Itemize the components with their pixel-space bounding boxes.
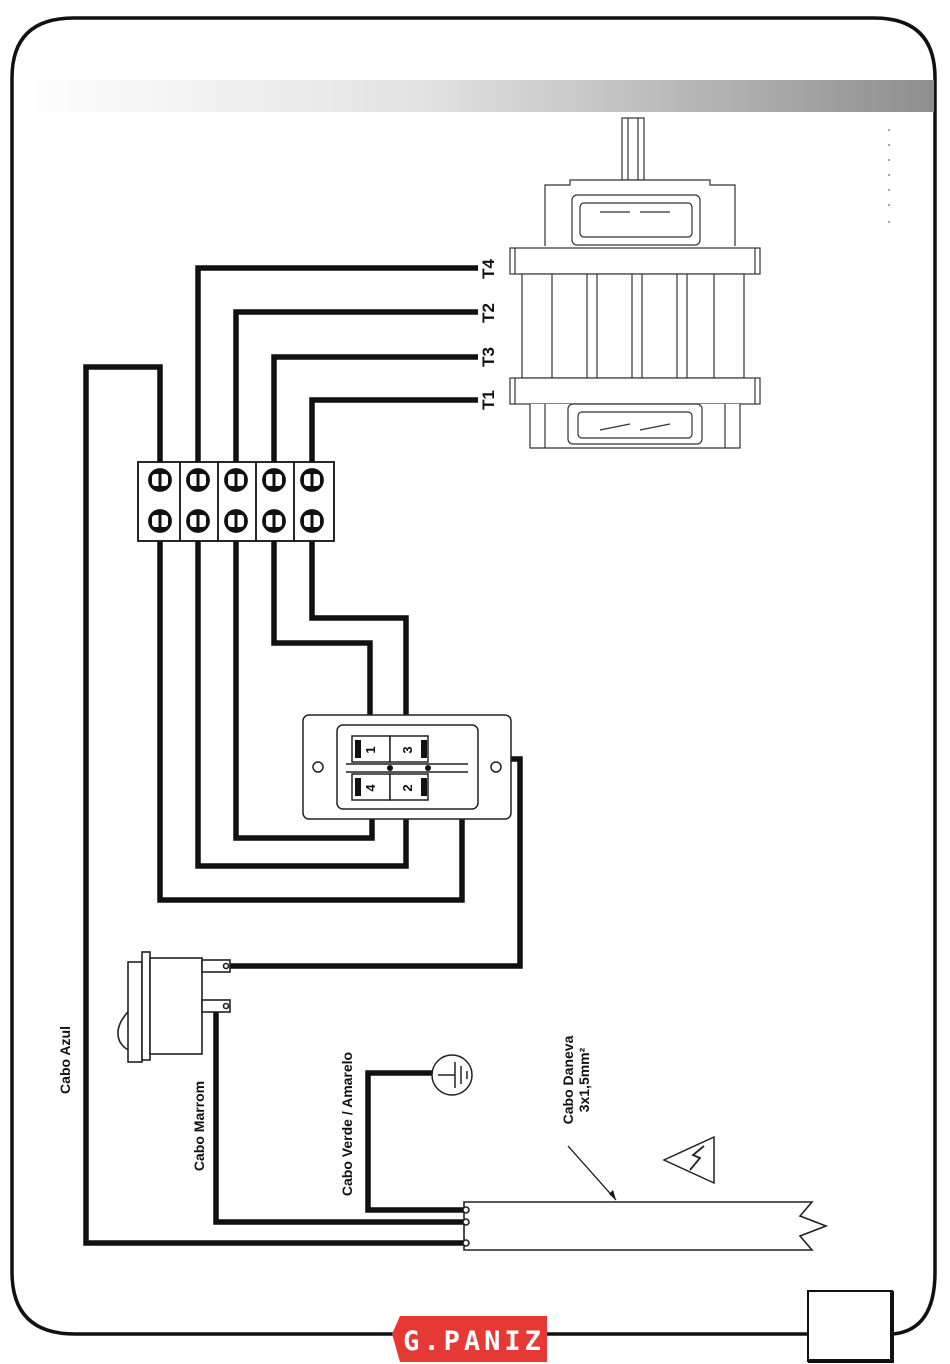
cable-label-blue: Cabo Azul bbox=[57, 1026, 73, 1094]
header-gradient-band bbox=[14, 80, 934, 112]
page-frame bbox=[12, 18, 935, 1334]
logo-text: G.PANIZ bbox=[403, 1326, 545, 1357]
terminal-block bbox=[138, 462, 334, 541]
switch bbox=[303, 715, 511, 819]
brand-logo: G.PANIZ bbox=[392, 1316, 547, 1362]
page-number-box bbox=[808, 1291, 892, 1361]
switch-contact-1: 1 bbox=[363, 746, 378, 753]
motor-drawing bbox=[510, 118, 760, 448]
warning-sign bbox=[664, 1137, 714, 1183]
terminal-label-t3: T3 bbox=[479, 347, 498, 367]
switch-contact-4: 4 bbox=[363, 784, 378, 792]
cable-label-ground: Cabo Verde / Amarelo bbox=[339, 1052, 355, 1196]
cable-label-power-line2: 3x1,5mm² bbox=[576, 1047, 592, 1112]
cable-label-brown: Cabo Marrom bbox=[191, 1081, 207, 1171]
terminal-label-t2: T2 bbox=[479, 303, 498, 323]
cable-label-power-line1: Cabo Daneva bbox=[560, 1035, 576, 1124]
plug bbox=[118, 952, 230, 1062]
header-dots bbox=[888, 129, 890, 223]
terminal-label-t1: T1 bbox=[479, 390, 498, 410]
switch-contact-2: 2 bbox=[400, 784, 415, 791]
power-cable bbox=[463, 1146, 826, 1250]
switch-contact-3: 3 bbox=[400, 746, 415, 753]
ground-symbol bbox=[432, 1055, 472, 1095]
terminal-label-t4: T4 bbox=[479, 259, 498, 279]
